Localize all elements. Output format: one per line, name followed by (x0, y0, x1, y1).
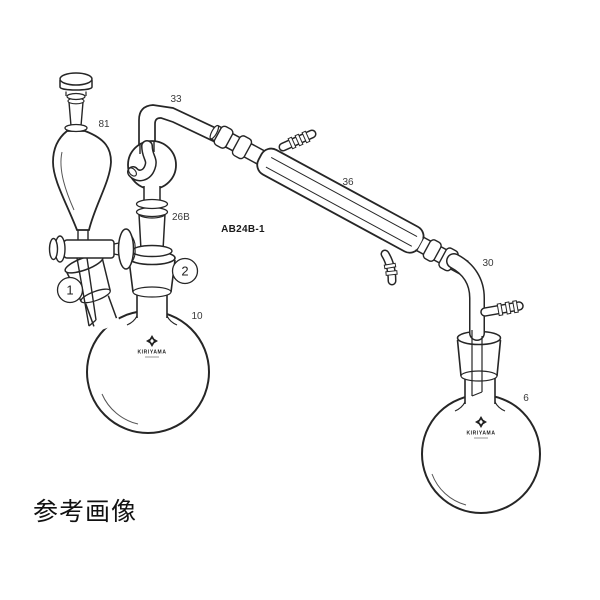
label-bend-tube: 33 (170, 94, 182, 105)
condenser (209, 124, 469, 276)
brand-name: KIRIYAMA (137, 350, 166, 356)
label-separatory-funnel: 81 (98, 119, 110, 130)
label-receiver-adapter: 30 (482, 258, 494, 269)
receiving-flask (421, 394, 541, 514)
marker-1-badge: 1 (56, 276, 84, 304)
label-condenser: 36 (342, 177, 354, 188)
vacuum-adapter (446, 253, 524, 412)
stopcock-handle (117, 228, 135, 270)
separatory-funnel (48, 72, 136, 327)
stopcock (48, 228, 136, 270)
marker-2-badge: 2 (171, 257, 199, 285)
label-receiving-flask: 6 (523, 393, 529, 404)
brand-name: KIRIYAMA (466, 431, 495, 437)
condenser-hose-barb-bottom (380, 249, 398, 286)
funnel-stem (76, 257, 97, 327)
kiriyama-logo-right: KIRIYAMA (466, 416, 495, 439)
adapter-hose-barb (480, 300, 524, 317)
marker-1-number: 1 (66, 283, 73, 298)
label-distilling-flask: 10 (191, 311, 203, 322)
funnel-stopper (59, 72, 93, 101)
kiriyama-logo-left: KIRIYAMA (137, 335, 166, 358)
condenser-hose-barb-top (278, 129, 317, 152)
splash-trap (127, 104, 254, 218)
marker-2-number: 2 (181, 264, 188, 279)
caption: 参考画像 (33, 498, 138, 526)
label-product-code: AB24B-1 (221, 224, 265, 235)
label-trap-joint: 26B (172, 212, 190, 223)
